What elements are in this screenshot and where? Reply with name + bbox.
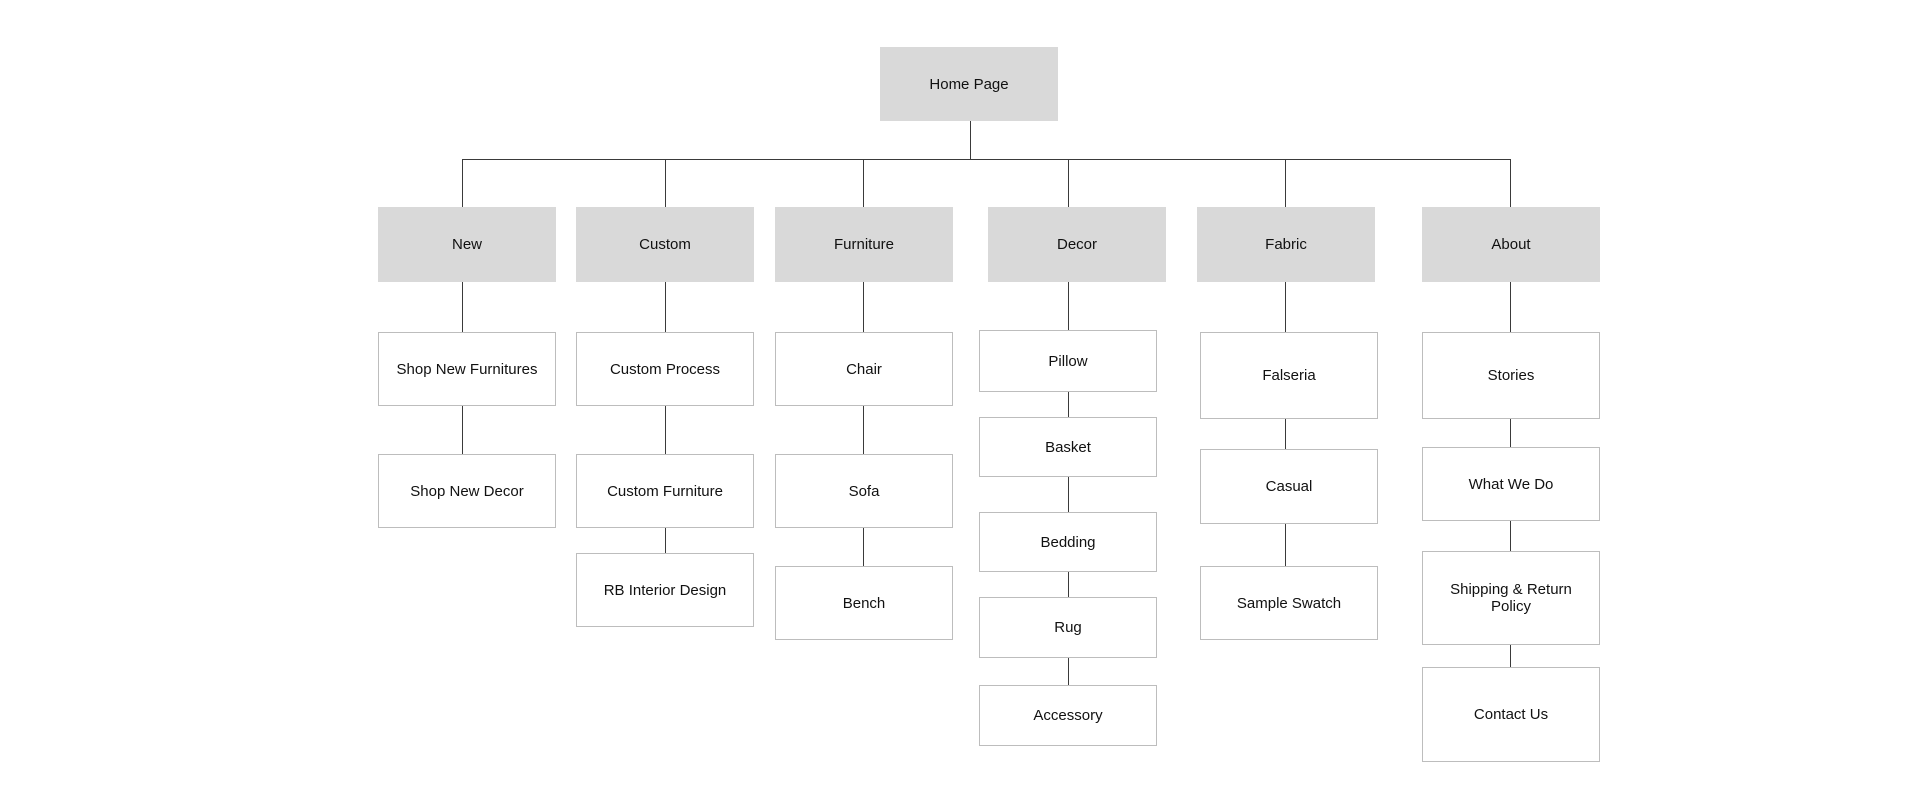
connector bbox=[1068, 159, 1069, 207]
connector bbox=[462, 159, 463, 207]
connector bbox=[1068, 282, 1069, 330]
connector bbox=[1510, 419, 1511, 447]
node-accessory[interactable]: Accessory bbox=[979, 685, 1157, 746]
node-sofa[interactable]: Sofa bbox=[775, 454, 953, 528]
node-furniture[interactable]: Furniture bbox=[775, 207, 953, 282]
node-casual[interactable]: Casual bbox=[1200, 449, 1378, 524]
connector bbox=[1285, 282, 1286, 332]
node-sample-swatch[interactable]: Sample Swatch bbox=[1200, 566, 1378, 640]
connector bbox=[1285, 524, 1286, 566]
node-about[interactable]: About bbox=[1422, 207, 1600, 282]
connector bbox=[665, 528, 666, 553]
connector bbox=[665, 159, 666, 207]
node-stories[interactable]: Stories bbox=[1422, 332, 1600, 419]
node-what-we-do[interactable]: What We Do bbox=[1422, 447, 1600, 521]
connector bbox=[1068, 658, 1069, 685]
node-custom-process[interactable]: Custom Process bbox=[576, 332, 754, 406]
connector bbox=[1510, 645, 1511, 667]
connector bbox=[1068, 572, 1069, 597]
node-shipping-return-policy[interactable]: Shipping & Return Policy bbox=[1422, 551, 1600, 645]
node-custom-furniture[interactable]: Custom Furniture bbox=[576, 454, 754, 528]
node-shop-new-decor[interactable]: Shop New Decor bbox=[378, 454, 556, 528]
connector bbox=[863, 282, 864, 332]
connector bbox=[462, 406, 463, 454]
node-contact-us[interactable]: Contact Us bbox=[1422, 667, 1600, 762]
connector bbox=[1510, 159, 1511, 207]
node-chair[interactable]: Chair bbox=[775, 332, 953, 406]
node-home-page[interactable]: Home Page bbox=[880, 47, 1058, 121]
node-rb-interior-design[interactable]: RB Interior Design bbox=[576, 553, 754, 627]
connector bbox=[1510, 282, 1511, 332]
connector bbox=[462, 282, 463, 332]
node-new[interactable]: New bbox=[378, 207, 556, 282]
connector bbox=[1285, 159, 1286, 207]
connector bbox=[970, 121, 971, 160]
connector bbox=[665, 282, 666, 332]
node-fabric[interactable]: Fabric bbox=[1197, 207, 1375, 282]
connector bbox=[1068, 477, 1069, 512]
connector bbox=[863, 528, 864, 566]
node-bench[interactable]: Bench bbox=[775, 566, 953, 640]
node-basket[interactable]: Basket bbox=[979, 417, 1157, 477]
node-custom[interactable]: Custom bbox=[576, 207, 754, 282]
connector bbox=[462, 159, 1511, 160]
node-shop-new-furnitures[interactable]: Shop New Furnitures bbox=[378, 332, 556, 406]
node-falseria[interactable]: Falseria bbox=[1200, 332, 1378, 419]
node-rug[interactable]: Rug bbox=[979, 597, 1157, 658]
node-pillow[interactable]: Pillow bbox=[979, 330, 1157, 392]
connector bbox=[1510, 521, 1511, 551]
connector bbox=[863, 406, 864, 454]
connector bbox=[863, 159, 864, 207]
connector bbox=[1068, 392, 1069, 417]
node-bedding[interactable]: Bedding bbox=[979, 512, 1157, 572]
connector bbox=[665, 406, 666, 454]
node-decor[interactable]: Decor bbox=[988, 207, 1166, 282]
connector bbox=[1285, 419, 1286, 449]
